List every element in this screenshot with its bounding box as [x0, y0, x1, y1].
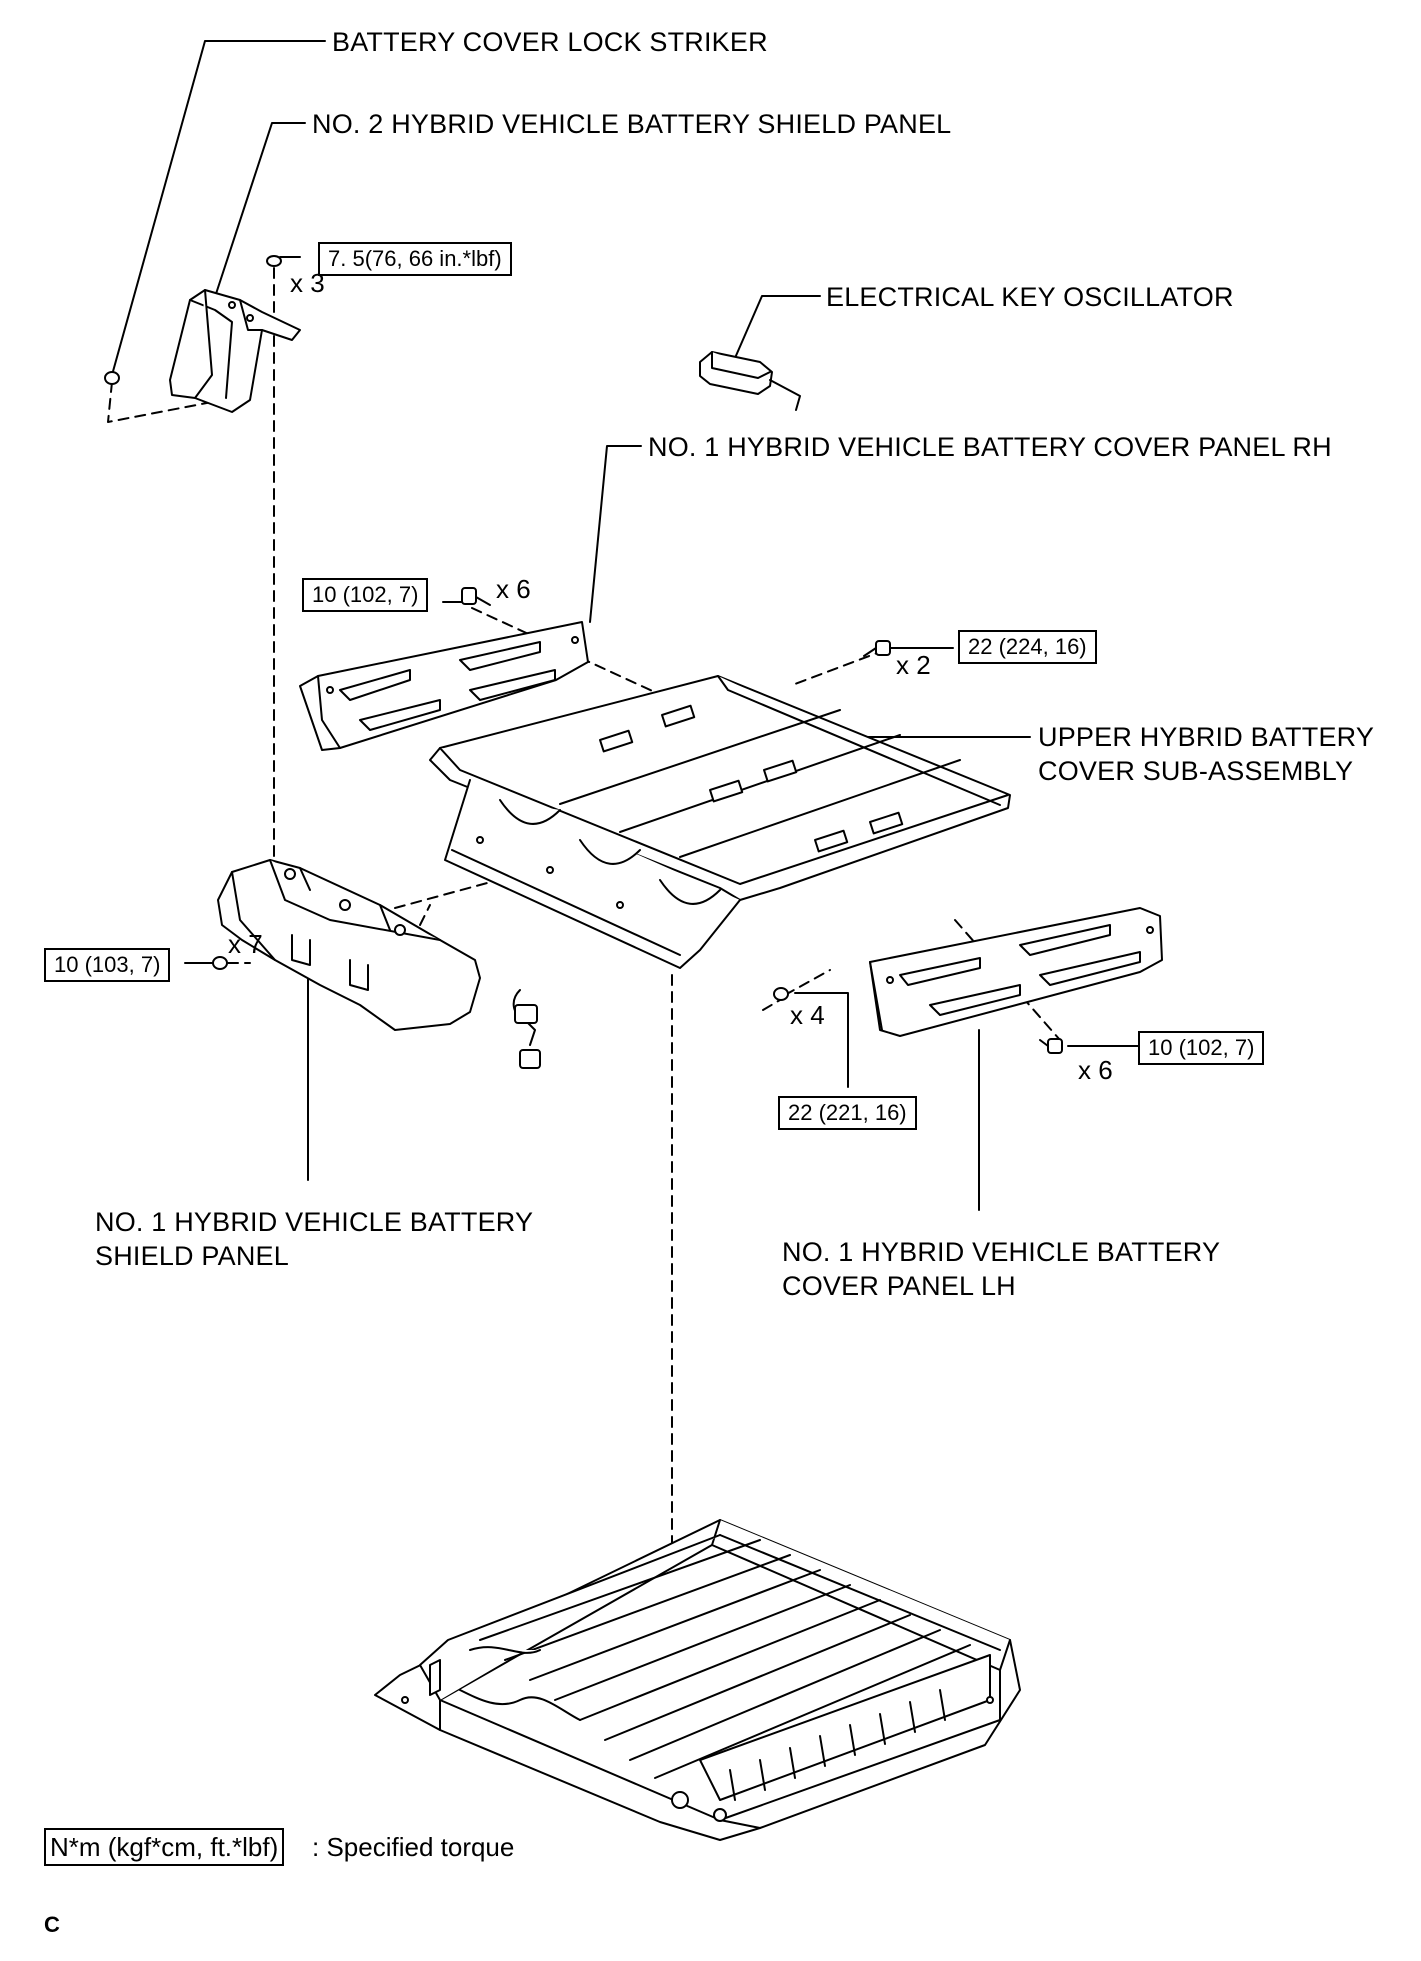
fastener-icons [104, 255, 1063, 1054]
label-cover-panel-lh-line2: COVER PANEL LH [782, 1271, 1016, 1301]
lh-cover-panel-shape [869, 907, 1163, 1037]
label-cover-panel-rh: NO. 1 HYBRID VEHICLE BATTERY COVER PANEL… [648, 432, 1332, 462]
count-lh-bolt: x 6 [1078, 1055, 1113, 1085]
label-battery-cover-lock-striker: BATTERY COVER LOCK STRIKER [332, 27, 768, 57]
connector-shape [512, 989, 541, 1069]
upper-cover-shape [429, 675, 1011, 969]
label-no2-shield-panel: NO. 2 HYBRID VEHICLE BATTERY SHIELD PANE… [312, 109, 952, 139]
legend-torque-box: N*m (kgf*cm, ft.*lbf) [44, 1828, 285, 1866]
corner-mark: C [44, 1912, 60, 1937]
count-shield2-nut: x 3 [290, 268, 325, 298]
label-upper-cover-line2: COVER SUB-ASSEMBLY [1038, 756, 1354, 786]
torque-box-rh-bolt: 10 (102, 7) [302, 578, 429, 612]
torque-box-lh-bolt: 10 (102, 7) [1138, 1031, 1265, 1065]
label-no1-shield-panel-line2: SHIELD PANEL [95, 1241, 289, 1271]
no2-shield-panel-shape [169, 289, 301, 413]
rh-cover-panel-shape [299, 621, 589, 751]
label-no1-shield-panel-line1: NO. 1 HYBRID VEHICLE BATTERY [95, 1207, 534, 1237]
torque-box-cover-nut: 22 (221, 16) [778, 1096, 917, 1130]
key-oscillator-shape [699, 351, 801, 411]
legend-text: : Specified torque [312, 1832, 515, 1862]
label-electrical-key-oscillator: ELECTRICAL KEY OSCILLATOR [826, 282, 1234, 312]
label-cover-panel-lh-line1: NO. 1 HYBRID VEHICLE BATTERY [782, 1237, 1221, 1267]
leader-lines [111, 40, 1139, 1211]
hybrid-battery-assembly-shape [374, 1519, 1021, 1841]
torque-box-shield2-nut: 7. 5(76, 66 in.*lbf) [318, 242, 512, 276]
count-shield1-nut: x 7 [228, 929, 263, 959]
count-cover-nut: x 4 [790, 1000, 825, 1030]
label-upper-cover-line1: UPPER HYBRID BATTERY [1038, 722, 1375, 752]
torque-box-shield1-nut: 10 (103, 7) [44, 948, 171, 982]
count-rh-bolt: x 6 [496, 574, 531, 604]
no1-shield-panel-shape [217, 859, 481, 1031]
count-upper-bolt: x 2 [896, 650, 931, 680]
torque-box-upper-bolt: 22 (224, 16) [958, 630, 1097, 664]
